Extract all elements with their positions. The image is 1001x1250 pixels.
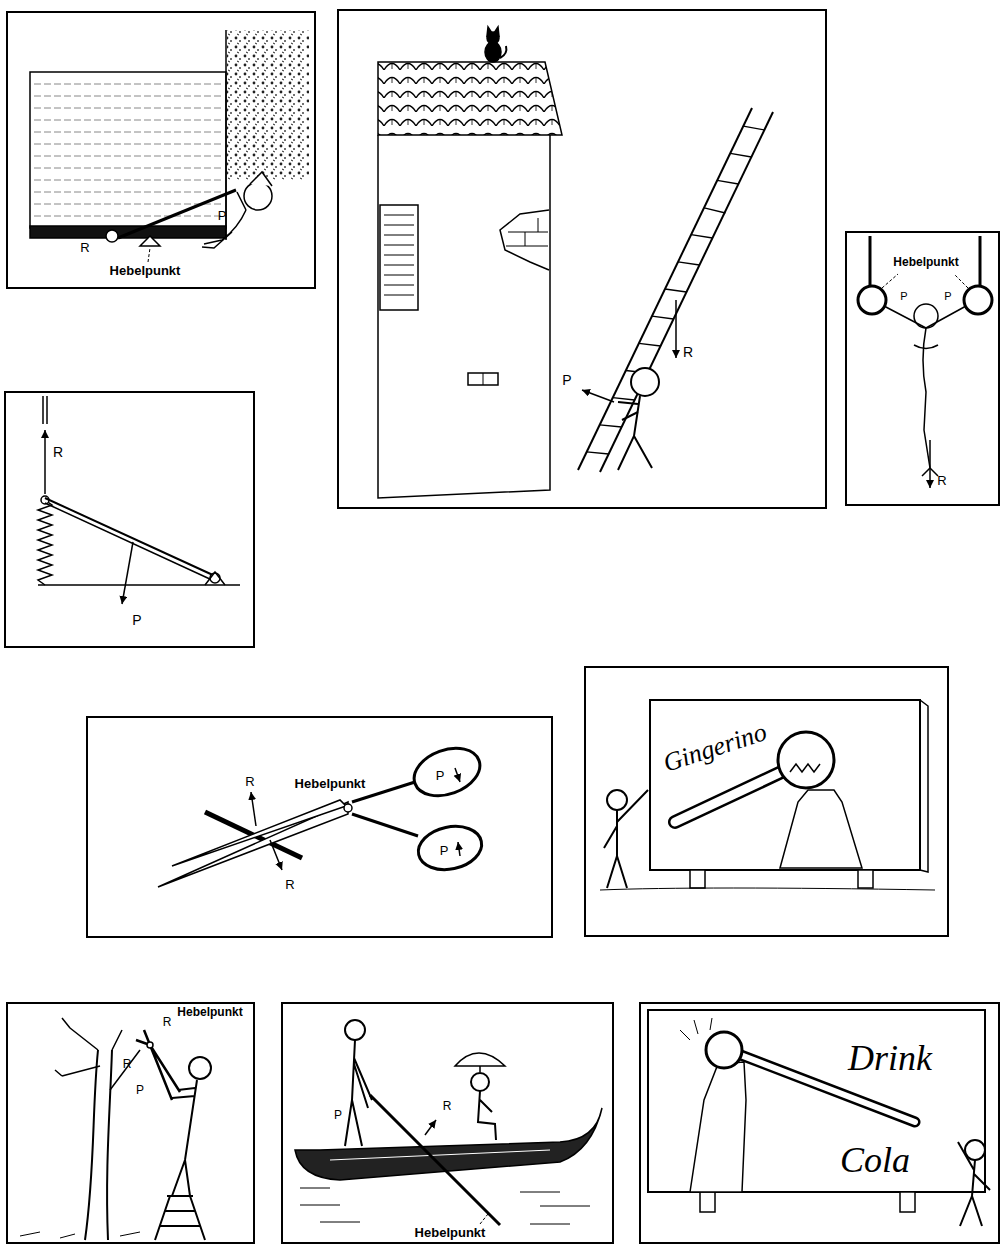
opener-billboard bbox=[585, 667, 948, 936]
force-label: P bbox=[436, 769, 445, 782]
force-label: R bbox=[163, 1016, 172, 1028]
force-label: P bbox=[440, 844, 449, 857]
force-label: P bbox=[944, 291, 951, 302]
ladder-panel bbox=[338, 10, 826, 508]
scissors-panel bbox=[87, 717, 552, 937]
rings-panel bbox=[846, 232, 999, 505]
spring-panel bbox=[5, 392, 254, 647]
ad-text: Gingerino bbox=[660, 719, 770, 777]
force-label: P bbox=[218, 209, 227, 222]
pruner-panel bbox=[7, 1003, 254, 1243]
pivot-label: Hebelpunkt bbox=[110, 264, 181, 277]
force-label: P bbox=[334, 1109, 342, 1121]
force-label: R bbox=[683, 345, 693, 359]
ad-text: Drink bbox=[848, 1040, 932, 1076]
force-label: R bbox=[285, 878, 294, 891]
force-label: P bbox=[136, 1084, 144, 1096]
force-label: R bbox=[123, 1058, 132, 1070]
cola-billboard bbox=[640, 1003, 999, 1243]
pivot-label: Hebelpunkt bbox=[893, 256, 958, 268]
ad-text: Cola bbox=[840, 1142, 910, 1178]
pivot-label: Hebelpunkt bbox=[295, 777, 366, 790]
force-label: R bbox=[53, 445, 63, 459]
pivot-label: Hebelpunkt bbox=[415, 1226, 486, 1239]
shutter-panel bbox=[7, 12, 315, 288]
gondola-panel bbox=[282, 1003, 613, 1243]
force-label: P bbox=[900, 291, 907, 302]
force-label: P bbox=[562, 373, 571, 387]
pivot-label: Hebelpunkt bbox=[177, 1006, 242, 1018]
force-label: R bbox=[245, 775, 254, 788]
force-label: R bbox=[443, 1100, 452, 1112]
force-label: P bbox=[132, 613, 141, 627]
force-label: R bbox=[937, 474, 946, 487]
force-label: R bbox=[80, 241, 89, 254]
